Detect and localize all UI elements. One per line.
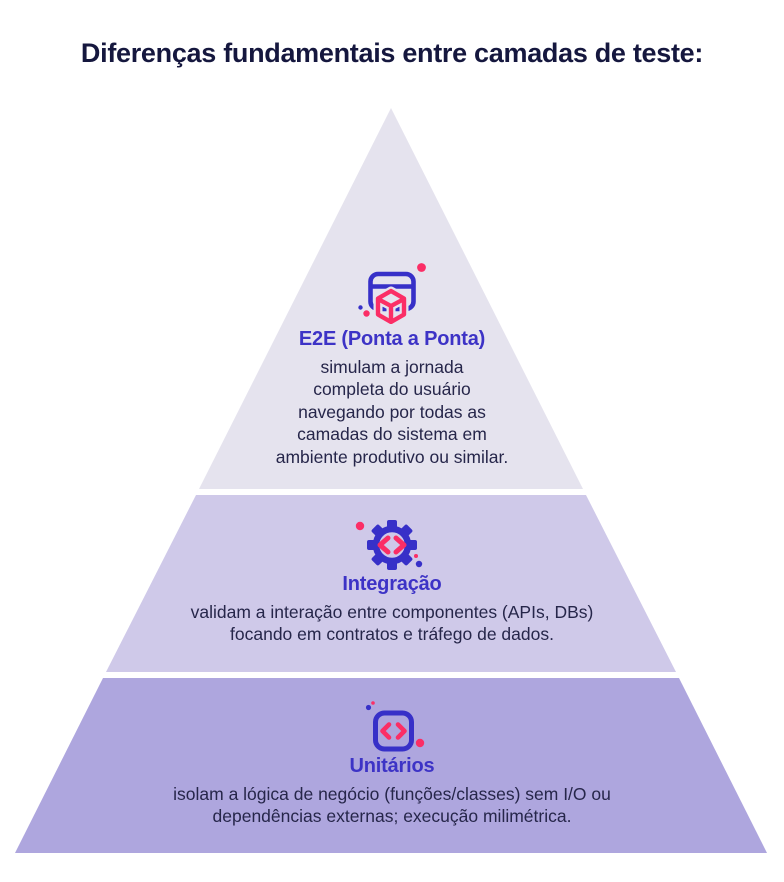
section-e2e: E2E (Ponta a Ponta) simulam a jornada co… [242,262,542,468]
section-heading-e2e: E2E (Ponta a Ponta) [298,328,486,350]
body-line: isolam a lógica de negócio (funções/clas… [173,784,611,804]
section-body-e2e: simulam a jornada completa do usuário na… [242,356,542,468]
browser-cube-icon [358,263,426,324]
code-box-icon [365,701,425,752]
body-line: completa do usuário [313,379,471,400]
section-integration: Integração validam a interação entre com… [152,514,632,646]
body-line: dependências externas; execução milimétr… [212,806,572,827]
section-body-integration: validam a interação entre componentes (A… [152,601,632,646]
pyramid-layer-unit [15,678,767,853]
body-line: camadas do sistema em [297,424,487,445]
section-heading-unit: Unitários [349,755,435,777]
body-line: focando em contratos e tráfego de dados. [230,624,554,645]
gear-code-icon [355,520,423,570]
section-unit: Unitários isolam a lógica de negócio (fu… [92,700,692,828]
page-title: Diferenças fundamentais entre camadas de… [80,38,704,68]
body-line: validam a interação entre componentes (A… [190,602,594,622]
section-heading-integration: Integração [342,573,442,595]
body-line: navegando por todas as [298,401,486,422]
body-line: simulam a jornada [320,357,464,377]
section-body-unit: isolam a lógica de negócio (funções/clas… [92,783,692,828]
body-line: ambiente produtivo ou similar. [275,446,509,467]
